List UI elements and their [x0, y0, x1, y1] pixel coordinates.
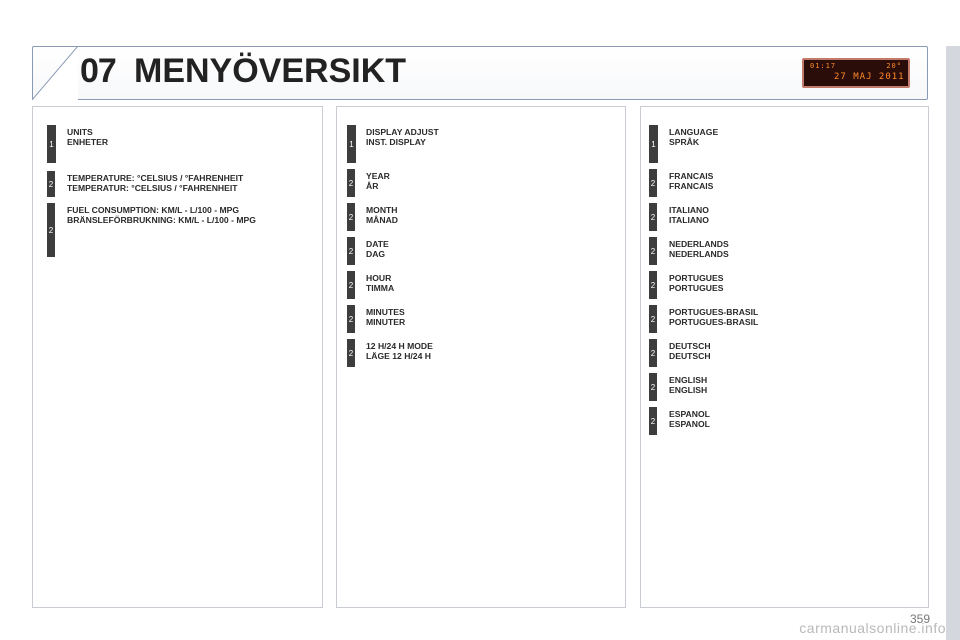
menu-item-translated-label: PORTUGUES-BRASIL: [669, 317, 759, 327]
menu-item-english-label: NEDERLANDS: [669, 239, 729, 249]
menu-item-translated-label: ITALIANO: [669, 215, 709, 225]
menu-item-english-label: LANGUAGE: [669, 127, 719, 137]
menu-level-badge: 2: [649, 237, 657, 265]
menu-item-translated-label: TEMPERATUR: °CELSIUS / °FAHRENHEIT: [67, 183, 238, 193]
menu-item-english-label: DATE: [366, 239, 389, 249]
menu-level-badge: 2: [347, 339, 355, 367]
menu-level-badge: 2: [47, 203, 55, 257]
menu-item-translated-label: NEDERLANDS: [669, 249, 729, 259]
menu-item-english-label: ENGLISH: [669, 375, 708, 385]
menu-item-translated-label: INST. DISPLAY: [366, 137, 426, 147]
menu-item-english-label: FRANCAIS: [669, 171, 714, 181]
menu-item-translated-label: BRÄNSLEFÖRBRUKNING: KM/L - L/100 - MPG: [67, 215, 256, 225]
menu-level-badge: 2: [649, 305, 657, 333]
display-screen-image: 01:17 20° 27 MAJ 2011: [802, 58, 910, 88]
menu-item-translated-label: FRANCAIS: [669, 181, 714, 191]
menu-level-badge: 1: [347, 125, 356, 163]
menu-item-english-label: UNITS: [67, 127, 93, 137]
menu-item-english-label: DEUTSCH: [669, 341, 711, 351]
menu-item-english-label: MONTH: [366, 205, 398, 215]
menu-level-badge: 2: [47, 171, 55, 197]
display-date: 27 MAJ 2011: [834, 72, 905, 82]
menu-item-english-label: ESPANOL: [669, 409, 710, 419]
menu-item-translated-label: ENHETER: [67, 137, 109, 147]
menu-item-translated-label: MINUTER: [366, 317, 406, 327]
menu-level-badge: 2: [649, 339, 657, 367]
menu-level-badge: 2: [347, 237, 355, 265]
menu-item-english-label: YEAR: [366, 171, 390, 181]
menu-level-badge: 2: [649, 169, 657, 197]
side-tab-bar: [946, 46, 960, 640]
display-time: 01:17: [810, 62, 837, 70]
display-temperature: 20°: [886, 62, 902, 70]
menu-item-english-label: ITALIANO: [669, 205, 709, 215]
chapter-header: [32, 46, 928, 100]
menu-level-badge: 2: [347, 203, 355, 231]
menu-item-translated-label: ESPANOL: [669, 419, 710, 429]
chapter-number: 07: [80, 52, 117, 90]
menu-level-badge: 2: [649, 203, 657, 231]
menu-level-badge: 2: [347, 305, 355, 333]
menu-level-badge: 1: [649, 125, 658, 163]
menu-item-english-label: PORTUGUES-BRASIL: [669, 307, 759, 317]
menu-level-badge: 2: [347, 169, 355, 197]
page-number: 359: [909, 612, 930, 626]
menu-item-english-label: DISPLAY ADJUST: [366, 127, 439, 137]
menu-item-english-label: PORTUGUES: [669, 273, 724, 283]
menu-item-english-label: MINUTES: [366, 307, 405, 317]
menu-item-translated-label: DEUTSCH: [669, 351, 711, 361]
menu-item-translated-label: ENGLISH: [669, 385, 708, 395]
page-title: MENYÖVERSIKT: [134, 52, 407, 90]
menu-item-english-label: FUEL CONSUMPTION: KM/L - L/100 - MPG: [67, 205, 240, 215]
menu-item-translated-label: LÄGE 12 H/24 H: [366, 351, 431, 361]
menu-level-badge: 2: [347, 271, 355, 299]
header-corner-notch: [32, 46, 78, 100]
menu-item-translated-label: TIMMA: [366, 283, 395, 293]
menu-level-badge: 1: [47, 125, 56, 163]
menu-item-english-label: 12 H/24 H MODE: [366, 341, 433, 351]
menu-item-english-label: HOUR: [366, 273, 392, 283]
menu-level-badge: 2: [649, 407, 657, 435]
menu-item-translated-label: MÅNAD: [366, 215, 398, 225]
watermark: carmanualsonline.info: [799, 620, 946, 636]
menu-level-badge: 2: [649, 373, 657, 401]
menu-item-translated-label: ÅR: [366, 181, 379, 191]
menu-item-translated-label: DAG: [366, 249, 386, 259]
menu-level-badge: 2: [649, 271, 657, 299]
menu-item-translated-label: SPRÅK: [669, 137, 700, 147]
menu-item-english-label: TEMPERATURE: °CELSIUS / °FAHRENHEIT: [67, 173, 244, 183]
menu-item-translated-label: PORTUGUES: [669, 283, 724, 293]
